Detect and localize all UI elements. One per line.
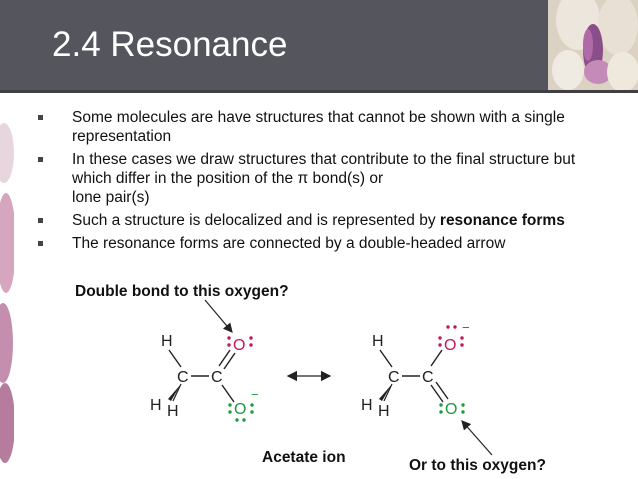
atom-o-top: O (233, 337, 245, 354)
bullet-item: Such a structure is delocalized and is r… (38, 211, 598, 230)
atom-h-left: H (150, 397, 162, 414)
atom-c-methyl: C (177, 369, 189, 386)
atom-h-bottom: H (378, 403, 390, 420)
bullet-square-icon (38, 218, 43, 223)
bullet-list: Some molecules are have structures that … (38, 108, 598, 257)
bullet-item: Some molecules are have structures that … (38, 108, 598, 146)
header-divider (0, 90, 638, 93)
caption-acetate-ion: Acetate ion (262, 449, 346, 466)
atom-o-bottom: O (445, 401, 457, 418)
atom-o-bottom: O (234, 401, 246, 418)
negative-charge-right: − (462, 320, 470, 335)
left-orchid-strip-image (0, 93, 14, 479)
caption-double-bond-question: Double bond to this oxygen? (75, 283, 289, 300)
atom-c-methyl: C (388, 369, 400, 386)
bullet-square-icon (38, 115, 43, 120)
acetate-resonance-diagram: Double bond to this oxygen? H C C H H O … (75, 283, 546, 474)
orchid-decoration-image (548, 0, 638, 90)
atom-c-carbonyl: C (422, 369, 434, 386)
slide-title: 2.4 Resonance (52, 25, 288, 64)
bullet-square-icon (38, 241, 43, 246)
negative-charge-left: − (251, 387, 259, 402)
atom-o-top: O (444, 337, 456, 354)
atom-h-left: H (361, 397, 373, 414)
bullet-item: The resonance forms are connected by a d… (38, 234, 598, 253)
caption-other-oxygen-question: Or to this oxygen? (409, 457, 546, 474)
resonance-structure-right: H C C H H O − O (361, 320, 493, 456)
bullet-square-icon (38, 157, 43, 162)
bullet-item: In these cases we draw structures that c… (38, 150, 598, 207)
atom-h-top: H (161, 333, 173, 350)
atom-c-carbonyl: C (211, 369, 223, 386)
atom-h-bottom: H (167, 403, 179, 420)
resonance-structure-left: H C C H H O O − (150, 299, 259, 422)
atom-h-top: H (372, 333, 384, 350)
slide-header (0, 0, 638, 90)
